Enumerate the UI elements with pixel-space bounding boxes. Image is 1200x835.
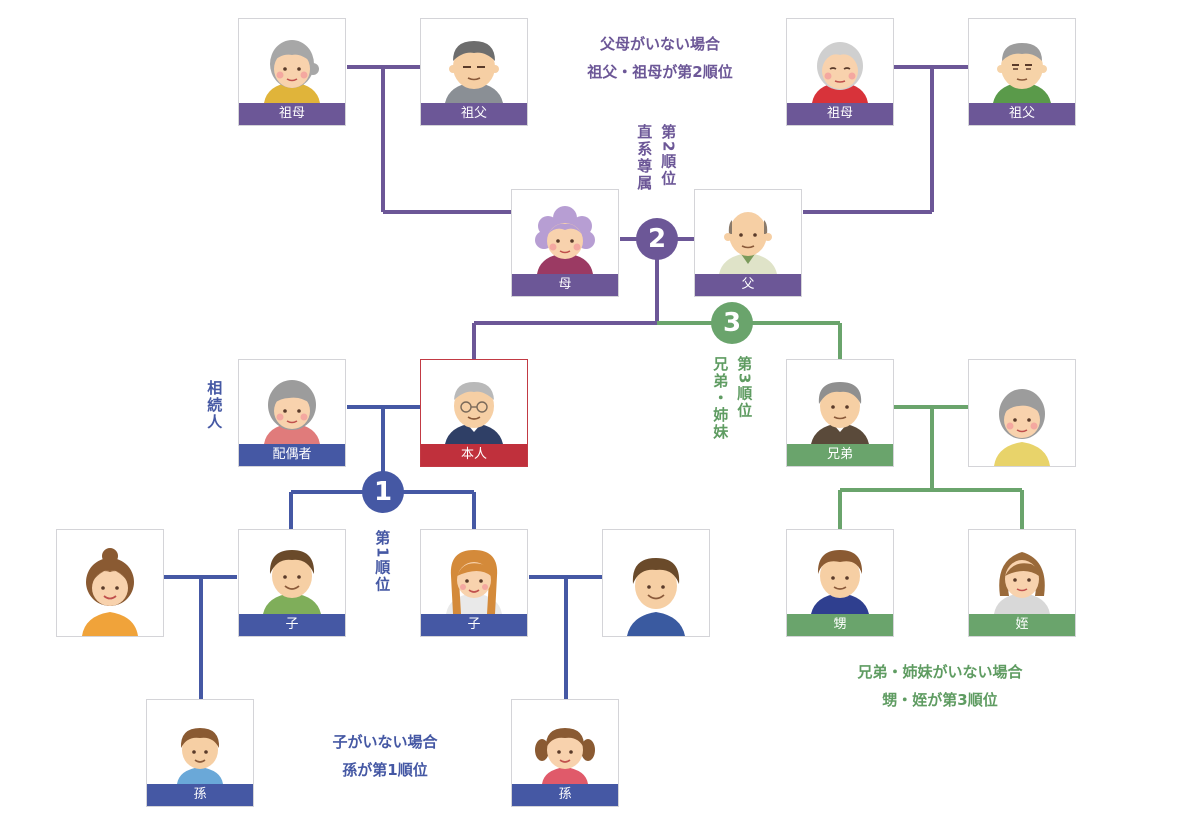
person-label: 姪	[969, 614, 1075, 636]
person-card-child-1: 子	[238, 529, 346, 637]
rank-label-siblings: 兄弟・姉妹	[711, 356, 730, 441]
person-card-self: 本人	[420, 359, 528, 467]
grandchild-avatar-icon	[177, 728, 223, 784]
person-card-grandchild-2: 孫	[511, 699, 619, 807]
sibling-avatar-icon	[811, 382, 869, 444]
person-label: 本人	[421, 444, 527, 466]
rank-label-first: 第1順位	[373, 530, 392, 594]
person-card-paternal-grandfather: 祖父	[968, 18, 1076, 126]
person-card-grandchild-1: 孫	[146, 699, 254, 807]
note-nephews: 兄弟・姉妹がいない場合 甥・姪が第3順位	[820, 658, 1060, 714]
person-card-niece: 姪	[968, 529, 1076, 637]
person-card-paternal-grandmother: 祖母	[786, 18, 894, 126]
note-line: 兄弟・姉妹がいない場合	[857, 663, 1023, 681]
person-label: 父	[695, 274, 801, 296]
person-label: 祖父	[421, 103, 527, 125]
person-label: 甥	[787, 614, 893, 636]
person-card-child-1-spouse	[56, 529, 164, 637]
person-card-nephew: 甥	[786, 529, 894, 637]
rank-label-second: 第2順位	[659, 124, 678, 188]
person-label: 母	[512, 274, 618, 296]
grandfather-avatar-icon	[445, 41, 503, 103]
person-card-father: 父	[694, 189, 802, 297]
spouse-avatar-icon	[264, 380, 320, 444]
self-avatar-icon	[445, 382, 503, 444]
child-spouse-avatar-icon	[82, 548, 138, 636]
rank-label-heirs: 相続人	[205, 380, 224, 431]
mother-avatar-icon	[535, 206, 595, 274]
person-label: 祖母	[787, 103, 893, 125]
note-grandparents: 父母がいない場合 祖父・祖母が第2順位	[560, 30, 760, 86]
person-label: 子	[239, 614, 345, 636]
person-label: 祖父	[969, 103, 1075, 125]
person-card-sibling: 兄弟	[786, 359, 894, 467]
note-grandchildren: 子がいない場合 孫が第1順位	[300, 728, 470, 784]
rank-badge-1: 1	[362, 471, 404, 513]
nephew-avatar-icon	[811, 550, 869, 614]
sibling-spouse-avatar-icon	[994, 389, 1050, 466]
note-line: 祖父・祖母が第2順位	[587, 63, 733, 81]
person-card-maternal-grandfather: 祖父	[420, 18, 528, 126]
person-label: 孫	[512, 784, 618, 806]
note-line: 父母がいない場合	[599, 35, 720, 53]
rank-badge-3: 3	[711, 302, 753, 344]
child-avatar-icon	[446, 550, 502, 614]
person-label: 兄弟	[787, 444, 893, 466]
note-line: 孫が第1順位	[342, 761, 428, 779]
child-spouse-avatar-icon	[627, 558, 685, 636]
person-card-child-2-spouse	[602, 529, 710, 637]
person-card-spouse: 配偶者	[238, 359, 346, 467]
note-line: 甥・姪が第3順位	[882, 691, 998, 709]
niece-avatar-icon	[994, 552, 1050, 614]
person-card-sibling-spouse	[968, 359, 1076, 467]
person-label: 祖母	[239, 103, 345, 125]
person-card-maternal-grandmother: 祖母	[238, 18, 346, 126]
person-card-mother: 母	[511, 189, 619, 297]
father-avatar-icon	[719, 212, 777, 274]
rank-label-third: 第3順位	[735, 356, 754, 420]
grandmother-avatar-icon	[264, 40, 320, 103]
rank-label-lineal-ascendants: 直系尊属	[635, 124, 654, 192]
child-avatar-icon	[263, 550, 321, 614]
person-label: 子	[421, 614, 527, 636]
grandmother-avatar-icon	[812, 42, 868, 103]
person-card-child-2: 子	[420, 529, 528, 637]
note-line: 子がいない場合	[332, 733, 438, 751]
person-label: 配偶者	[239, 444, 345, 466]
rank-badge-2: 2	[636, 218, 678, 260]
person-label: 孫	[147, 784, 253, 806]
grandfather-avatar-icon	[993, 43, 1051, 103]
grandchild-avatar-icon	[535, 728, 595, 784]
